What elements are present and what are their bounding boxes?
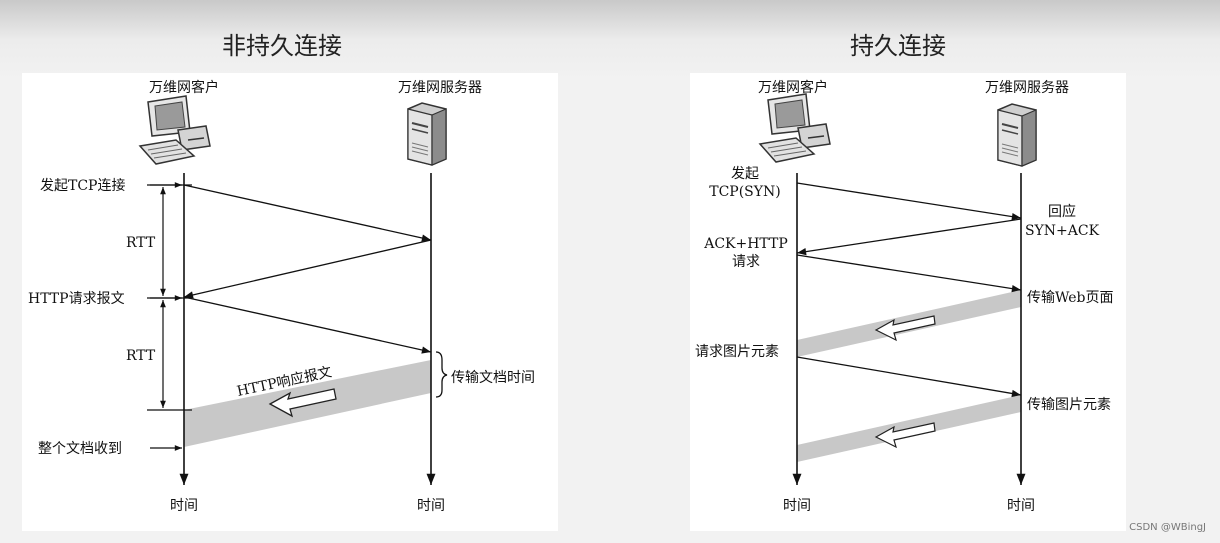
server-label: 万维网服务器: [398, 80, 482, 96]
request-image-label: 请求图片元素: [695, 344, 779, 360]
start-label-line2: TCP(SYN): [709, 184, 780, 200]
persistent-panel: [690, 73, 1126, 531]
hollow-arrow: [268, 388, 337, 418]
tcp-reply-arrow: [183, 239, 432, 299]
start-label-line1: 发起: [731, 166, 759, 182]
http-request-arrow: [183, 296, 432, 354]
nonpersistent-panel: [22, 73, 558, 531]
persistent-title: 持久连接: [850, 32, 946, 60]
watermark: CSDN @WBingJ: [1129, 522, 1206, 533]
tcp-syn-arrow: [183, 184, 432, 242]
client-time-label: 时间: [783, 498, 811, 514]
server-time-label: 时间: [417, 498, 445, 514]
client-time-label: 时间: [170, 498, 198, 514]
ack-label-line1: ACK+HTTP: [703, 236, 788, 252]
request-image-arrow: [796, 356, 1022, 398]
syn-arrow: [796, 182, 1022, 221]
server-label: 万维网服务器: [985, 80, 1069, 96]
reply-label-line1: 回应: [1048, 203, 1076, 220]
transfer-brace: [435, 351, 448, 398]
nonpersistent-title: 非持久连接: [222, 32, 342, 60]
start-tcp-label: 发起TCP连接: [40, 177, 125, 194]
server-tower-icon: [997, 103, 1037, 167]
doc-received-label: 整个文档收到: [38, 441, 122, 457]
client-computer-icon: [759, 93, 831, 163]
hollow-arrow: [874, 422, 936, 449]
ack-http-arrow: [796, 254, 1022, 293]
syn-ack-arrow: [796, 218, 1022, 256]
hollow-arrow: [874, 315, 936, 342]
rtt1-label: RTT: [126, 235, 156, 251]
client-label: 万维网客户: [758, 79, 828, 96]
ack-label-line2: 请求: [732, 254, 760, 270]
server-time-label: 时间: [1007, 498, 1035, 514]
transfer-time-label: 传输文档时间: [451, 370, 535, 386]
rtt2-label: RTT: [126, 348, 156, 364]
client-label: 万维网客户: [149, 79, 219, 96]
server-tower-icon: [407, 102, 447, 166]
http-request-label: HTTP请求报文: [28, 291, 125, 307]
client-computer-icon: [139, 95, 211, 165]
transfer-web-label: 传输Web页面: [1027, 290, 1114, 306]
reply-label-line2: SYN+ACK: [1025, 223, 1100, 239]
transfer-image-label: 传输图片元素: [1027, 397, 1111, 413]
